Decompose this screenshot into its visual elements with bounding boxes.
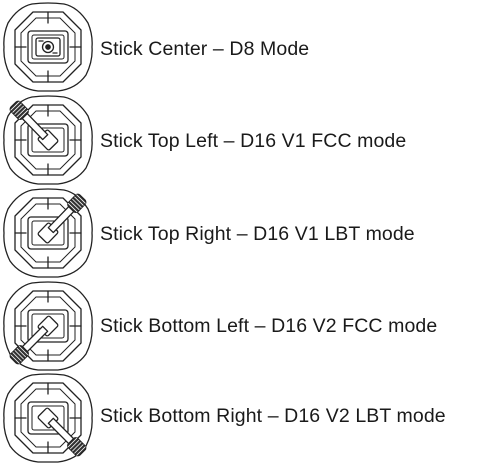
mode-label: Stick Center – D8 Mode (100, 38, 310, 60)
mode-row-bottom-left: Stick Bottom Left – D16 V2 FCC mode (0, 281, 481, 371)
mode-row-top-left: Stick Top Left – D16 V1 FCC mode (0, 95, 481, 185)
mode-label: Stick Bottom Left – D16 V2 FCC mode (100, 315, 438, 337)
mode-label: Stick Top Right – D16 V1 LBT mode (100, 223, 415, 245)
stick-bottom-left-icon (2, 281, 94, 371)
mode-label: Stick Bottom Right – D16 V2 LBT mode (100, 405, 446, 427)
stick-center-icon (2, 2, 94, 92)
mode-row-bottom-right: Stick Bottom Right – D16 V2 LBT mode (0, 373, 481, 463)
stick-bottom-right-icon (2, 373, 94, 463)
mode-label: Stick Top Left – D16 V1 FCC mode (100, 130, 407, 152)
stick-top-left-icon (2, 95, 94, 185)
mode-row-center: Stick Center – D8 Mode (0, 2, 481, 92)
stick-top-right-icon (2, 188, 94, 278)
mode-row-top-right: Stick Top Right – D16 V1 LBT mode (0, 188, 481, 278)
